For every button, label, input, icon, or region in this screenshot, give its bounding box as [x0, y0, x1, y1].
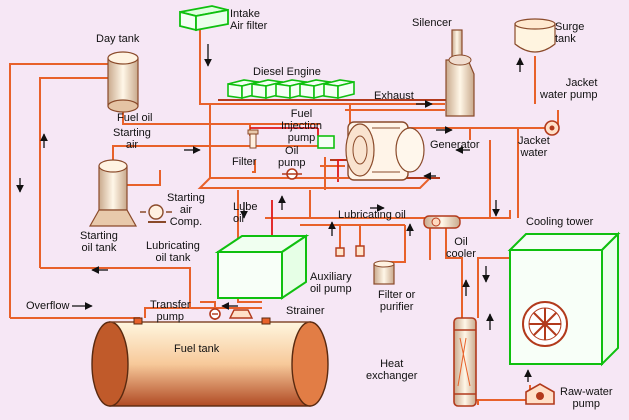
day-tank — [107, 51, 139, 113]
label-cooling-tower: Cooling tower — [526, 216, 594, 228]
label-starting-air-comp: Starting air Comp. — [167, 192, 205, 228]
label-fuel-tank: Fuel tank — [174, 343, 220, 355]
label-lubricating-oil: Lubricating oil — [338, 209, 406, 221]
raw-water-pump — [525, 383, 555, 405]
label-starting-oil-tank: Starting oil tank — [80, 230, 118, 254]
label-intake-air-filter: Intake Air filter — [230, 8, 268, 32]
heat-exchanger — [453, 317, 477, 407]
label-diesel-engine: Diesel Engine — [253, 66, 321, 78]
label-transfer-pump: Transfer pump — [150, 299, 191, 323]
label-oil-cooler: Oil cooler — [446, 236, 476, 260]
filter-or-purifier — [373, 260, 395, 285]
diesel-engine — [197, 79, 431, 189]
label-jacket-water-pump: Jacket water pump — [540, 77, 598, 101]
label-exhaust: Exhaust — [374, 90, 414, 102]
silencer — [445, 29, 475, 117]
pipe-network — [9, 28, 559, 405]
strainer — [228, 309, 254, 319]
flow-arrows — [16, 44, 532, 382]
filter-small — [247, 129, 259, 149]
cooling-tower-fan — [522, 301, 568, 347]
label-filter: Filter — [232, 156, 257, 168]
label-jacket-water: Jacket water — [518, 135, 550, 159]
label-oil-pump: Oil pump — [278, 145, 306, 169]
cooling-tower — [507, 231, 621, 367]
label-lubricating-oil-tank: Lubricating oil tank — [146, 240, 200, 264]
fuel-tank — [91, 317, 329, 407]
auxiliary-oil-pump — [335, 245, 365, 257]
starting-oil-tank — [88, 159, 138, 227]
intake-air-filter — [179, 5, 229, 32]
label-starting-air: Starting air — [113, 127, 151, 151]
label-filter-or-purifier: Filter or purifier — [378, 289, 416, 313]
label-raw-water-pump: Raw-water pump — [560, 386, 613, 410]
starting-air-compressor — [140, 204, 172, 223]
surge-tank — [514, 18, 556, 53]
generator — [345, 121, 425, 181]
label-overflow: Overflow — [26, 300, 70, 312]
label-lube-oil: Lube oil — [233, 201, 258, 225]
label-fuel-injection-pump: Fuel Injection pump — [281, 108, 322, 144]
label-heat-exchanger: Heat exchanger — [366, 358, 418, 382]
jacket-water-pump — [544, 120, 560, 136]
transfer-pump — [209, 308, 221, 320]
label-surge-tank: Surge tank — [555, 21, 585, 45]
label-strainer: Strainer — [286, 305, 325, 317]
label-generator: Generator — [430, 139, 480, 151]
label-day-tank: Day tank — [96, 33, 140, 45]
label-silencer: Silencer — [412, 17, 452, 29]
label-fuel-oil: Fuel oil — [117, 112, 153, 124]
oil-pump — [282, 168, 302, 180]
label-auxiliary-oil-pump: Auxiliary oil pump — [310, 271, 352, 295]
lubricating-oil-tank — [214, 234, 310, 300]
oil-cooler — [423, 215, 461, 229]
